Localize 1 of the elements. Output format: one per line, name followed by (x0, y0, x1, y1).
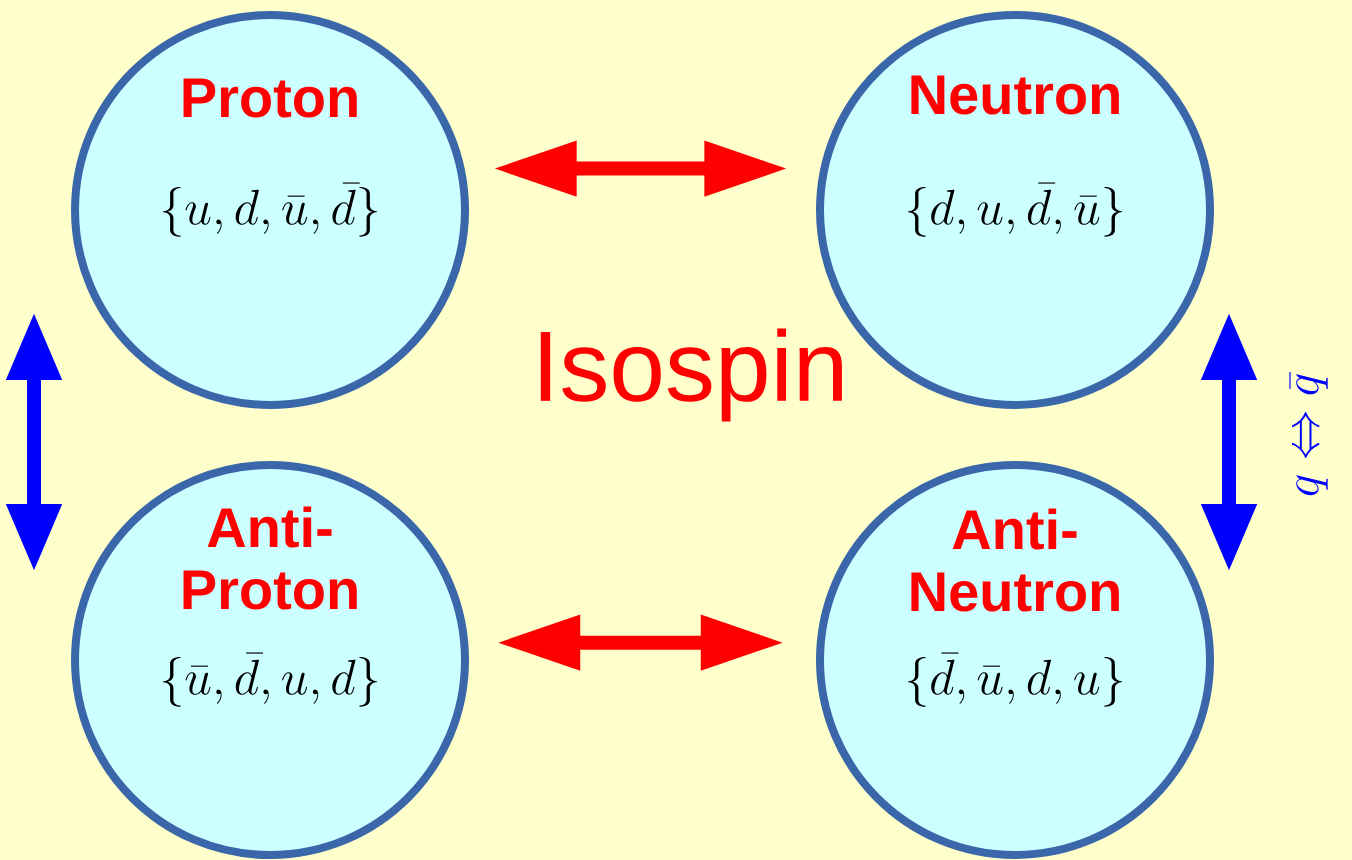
edge-label: $q \Leftrightarrow \bar{q}$ (1288, 370, 1330, 500)
